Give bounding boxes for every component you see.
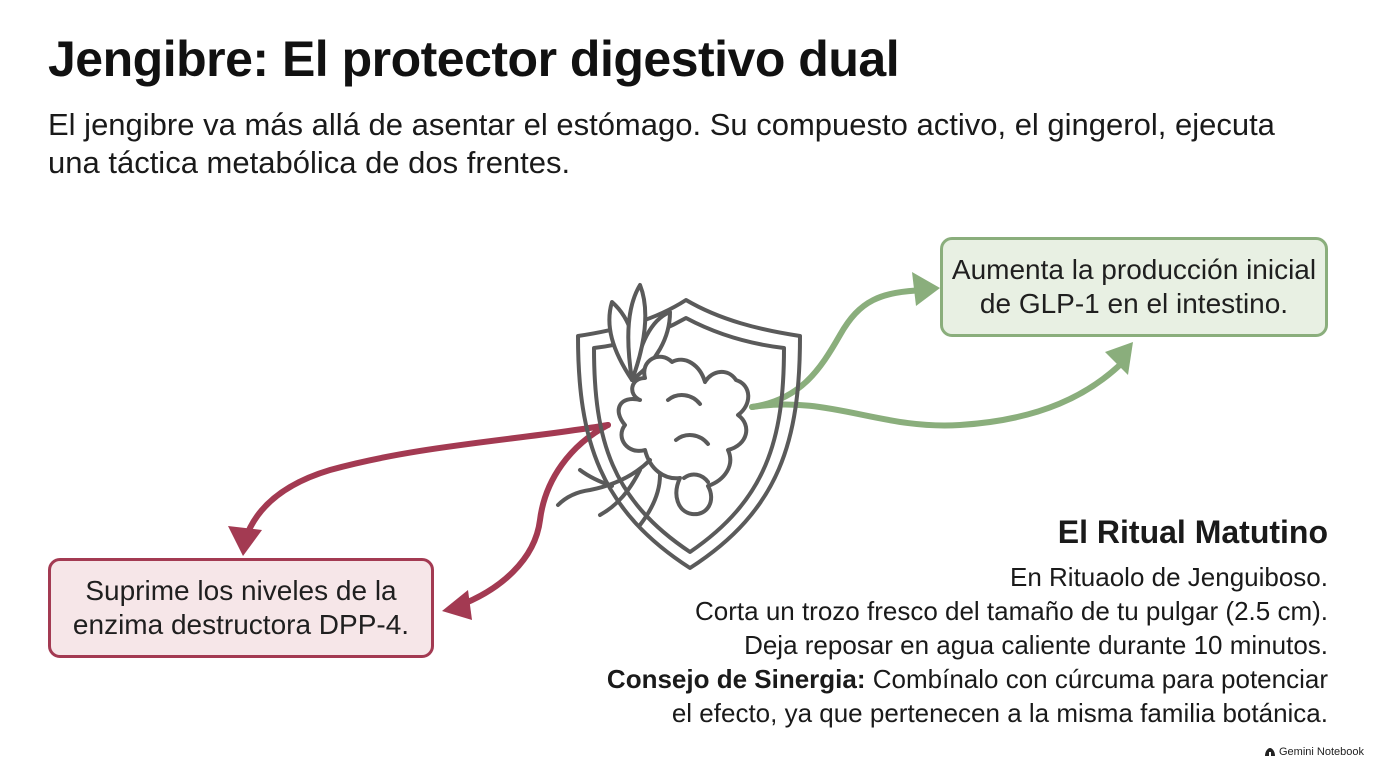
red-arrowheads [228,526,472,620]
red-arrowhead-left [228,526,262,556]
green-arrowhead-lower [1105,342,1133,375]
ginger-ring-2 [674,433,710,446]
brand-footer: Gemini Notebook [1265,746,1364,758]
red-arrows [242,422,611,609]
green-arrow-lower [749,357,1128,429]
brand-label: Gemini Notebook [1279,746,1364,758]
leaf-3 [626,283,648,382]
green-arrow-upper [749,287,928,410]
ritual-heading: El Ritual Matutino [1057,514,1328,550]
root-4 [578,468,614,488]
ginger-ring-1 [666,393,702,406]
ritual-tip: Consejo de Sinergia: Combínalo con cúrcu… [568,662,1328,696]
root-1 [556,458,652,507]
dpp4-box-line-1: Suprime los niveles de la [85,575,397,606]
ritual-line-2: Corta un trozo fresco del tamaño de tu p… [695,596,1328,626]
ritual-tip-line-2: el efecto, ya que pertenecen a la misma … [671,698,1328,728]
ginger-shield-icon [556,283,802,570]
dpp4-box: Suprime los niveles de la enzima destruc… [48,558,434,658]
subtitle-line-1: El jengibre va más allá de asentar el es… [48,107,1275,142]
red-arrow-right [455,422,611,609]
page-subtitle: El jengibre va más allá de asentar el es… [48,106,1328,182]
red-arrow-left [242,422,611,543]
red-arrowhead-right [442,590,472,620]
ritual-line-1: En Rituaolo de Jenguiboso. [1009,562,1328,592]
glp1-box: Aumenta la producción inicial de GLP-1 e… [940,237,1328,337]
page-title: Jengibre: El protector digestivo dual [48,31,900,87]
ritual-tip-label: Consejo de Sinergia: [606,664,866,694]
shield-outline-inner [592,316,786,554]
green-arrows [749,287,1128,429]
shield-outline-outer [576,298,802,570]
gemini-spark-icon [1265,748,1275,756]
subtitle-line-2: una táctica metabólica de dos frentes. [48,145,571,180]
ritual-section: El Ritual Matutino En Rituaolo de Jengui… [568,512,1328,730]
green-arrowhead-upper [912,272,940,306]
glp1-box-line-2: de GLP-1 en el intestino. [979,288,1289,319]
glp1-box-line-1: Aumenta la producción inicial [951,254,1317,285]
green-arrowheads [912,272,1133,375]
ginger-ring-3 [682,472,710,484]
root-2 [598,468,642,517]
ritual-tip-text: Combínalo con cúrcuma para potenciar [865,664,1328,694]
ritual-line-3: Deja reposar en agua caliente durante 10… [744,630,1328,660]
dpp4-box-line-2: enzima destructora DPP-4. [72,609,410,640]
root-3 [638,473,662,527]
